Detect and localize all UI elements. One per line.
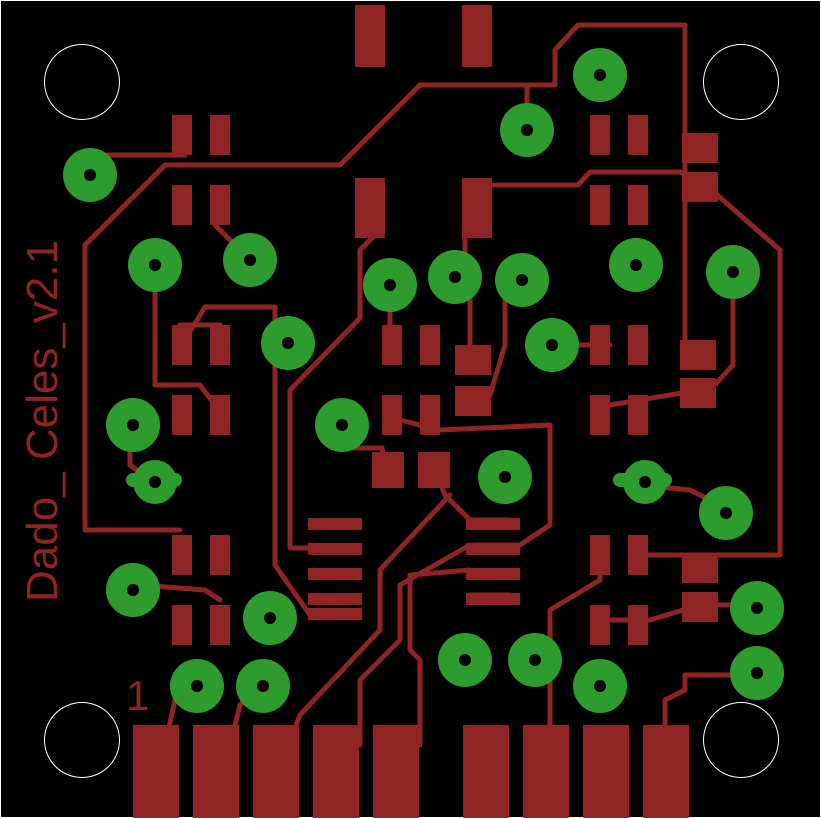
edge-pad bbox=[523, 725, 569, 818]
mounting-holes bbox=[44, 44, 779, 778]
edge-pad bbox=[313, 725, 359, 818]
smd-pad bbox=[680, 378, 716, 408]
pin1-marker: 1 bbox=[126, 672, 149, 719]
smd-pad bbox=[628, 325, 648, 365]
smd-pad bbox=[172, 185, 192, 225]
smd-pad bbox=[172, 535, 192, 575]
smd-pad bbox=[382, 395, 402, 435]
smd-pad bbox=[172, 115, 192, 155]
ic-pad bbox=[308, 518, 362, 530]
ic-pad bbox=[308, 593, 362, 605]
smd-pad bbox=[590, 185, 610, 225]
smd-pad bbox=[590, 605, 610, 645]
smd-pad bbox=[590, 115, 610, 155]
smd-pad bbox=[382, 325, 402, 365]
board-label: Dado_ Celes_v2.1 bbox=[18, 240, 67, 602]
smd-pad bbox=[172, 395, 192, 435]
ic-pad bbox=[466, 543, 520, 555]
smd-pad bbox=[628, 535, 648, 575]
smd-pad bbox=[628, 395, 648, 435]
ic-pad bbox=[308, 543, 362, 555]
smd-pad bbox=[418, 452, 450, 488]
smd-pad bbox=[210, 185, 230, 225]
connector-pad bbox=[462, 5, 492, 67]
ic-pad bbox=[466, 518, 520, 530]
smd-pad bbox=[210, 325, 230, 365]
edge-pad bbox=[643, 725, 689, 818]
edge-pad bbox=[463, 725, 509, 818]
smd-pad bbox=[210, 115, 230, 155]
smd-pad bbox=[590, 535, 610, 575]
smd-pad bbox=[372, 452, 404, 488]
edge-pad bbox=[253, 725, 299, 818]
smd-pad bbox=[682, 172, 718, 202]
ic-pad bbox=[466, 568, 520, 580]
smd-pad bbox=[172, 605, 192, 645]
edge-pad bbox=[133, 725, 179, 818]
ic-pad bbox=[466, 593, 520, 605]
smd-pad bbox=[628, 605, 648, 645]
edge-pad bbox=[373, 725, 419, 818]
smd-pad bbox=[455, 345, 491, 375]
connector-pad bbox=[355, 5, 385, 67]
smd-pad bbox=[590, 395, 610, 435]
smd-pad bbox=[682, 592, 718, 622]
smd-pad bbox=[590, 325, 610, 365]
smd-pad bbox=[680, 340, 716, 370]
smd-pad bbox=[210, 605, 230, 645]
smd-pad bbox=[355, 178, 385, 238]
smd-pad bbox=[172, 325, 192, 365]
vias bbox=[63, 48, 784, 713]
edge-pad bbox=[193, 725, 239, 818]
edge-connector bbox=[133, 725, 689, 818]
smd-pad bbox=[462, 178, 492, 238]
ic-pad bbox=[308, 608, 362, 620]
ic-pad bbox=[308, 568, 362, 580]
smd-pad bbox=[682, 553, 718, 583]
edge-pad bbox=[583, 725, 629, 818]
smd-pad bbox=[628, 185, 648, 225]
smd-pad bbox=[210, 395, 230, 435]
smd-pads bbox=[172, 5, 718, 645]
smd-pad bbox=[420, 395, 440, 435]
smd-pad bbox=[628, 115, 648, 155]
smd-pad bbox=[420, 325, 440, 365]
smd-pad bbox=[455, 386, 491, 416]
smd-pad bbox=[210, 535, 230, 575]
smd-pad bbox=[682, 133, 718, 163]
